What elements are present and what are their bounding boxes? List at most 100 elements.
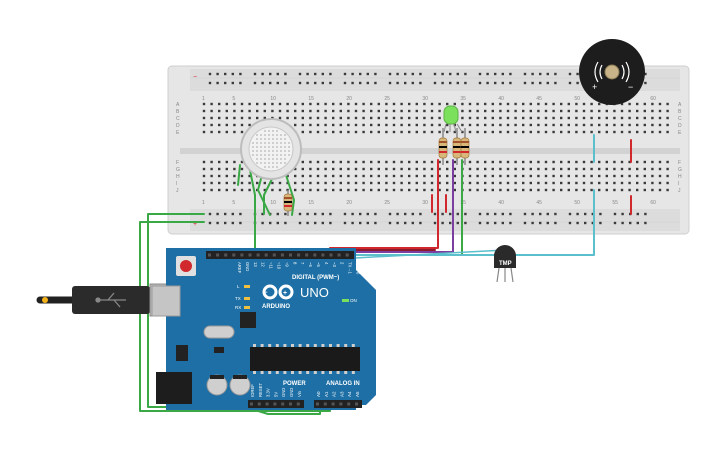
resistor-sensor[interactable]: [283, 190, 293, 216]
digital-pin-label: 12: [261, 262, 266, 267]
gas-sensor[interactable]: [240, 118, 302, 180]
digital-header[interactable]: [206, 251, 354, 259]
column-number: 15: [308, 200, 314, 206]
column-number: 60: [650, 200, 656, 206]
digital-pin-label: ~9: [284, 262, 289, 267]
column-number: 5: [232, 96, 235, 102]
column-number: 30: [422, 96, 428, 102]
piezo-buzzer[interactable]: + −: [579, 39, 645, 105]
column-number: 35: [460, 200, 466, 206]
digital-label: DIGITAL (PWM~): [292, 275, 339, 281]
column-number: 45: [536, 200, 542, 206]
analog-header[interactable]: [314, 400, 362, 408]
usb-port: [151, 285, 181, 317]
wire-cyan-tmp[interactable]: [354, 249, 506, 259]
rgb-led[interactable]: [443, 105, 463, 133]
rx-label: RX: [235, 305, 241, 310]
tmp-label: TMP: [499, 261, 512, 267]
on-label: ON: [350, 298, 357, 303]
rx-led: [244, 306, 250, 309]
row-letter: E: [678, 130, 682, 136]
rail-plus-mark: −: [193, 74, 197, 81]
row-letter: B: [678, 109, 682, 115]
column-number: 60: [650, 96, 656, 102]
row-letter: D: [678, 123, 682, 129]
row-letter: E: [176, 130, 180, 136]
analog-pin-label: A0: [316, 391, 321, 397]
wire-green-sensor-2[interactable]: [263, 174, 275, 215]
row-letter: F: [678, 160, 681, 166]
column-number: 25: [384, 96, 390, 102]
resistor-led-1[interactable]: [438, 128, 448, 165]
wire-cyan-buzzer-pin[interactable]: [354, 189, 595, 256]
digital-pin-label: 13: [253, 262, 258, 267]
power-pin-label: RESET: [258, 383, 263, 397]
analog-pin-label: A4: [347, 391, 352, 397]
wire-green-sensor-4[interactable]: [237, 164, 241, 186]
svg-text:−: −: [264, 290, 268, 296]
digital-pin-label: ~5: [316, 262, 321, 267]
column-number: 1: [202, 96, 205, 102]
temperature-sensor[interactable]: TMP: [494, 245, 516, 283]
reset-button-cap[interactable]: [180, 260, 192, 272]
usb-icon: [95, 292, 126, 308]
sensor-mesh-icon: [252, 130, 290, 168]
resistor-led-2[interactable]: [452, 128, 462, 165]
power-pin-label: 3.3V: [266, 388, 271, 397]
row-letter: A: [176, 102, 180, 108]
digital-pin-label: ~6: [308, 262, 313, 267]
column-number: 20: [346, 96, 352, 102]
column-number: 35: [460, 96, 466, 102]
resistor-led-3[interactable]: [460, 128, 470, 165]
l-led: [244, 285, 250, 288]
power-pin-label: GND: [289, 388, 294, 397]
row-letter: I: [176, 181, 177, 187]
tx-led: [244, 297, 250, 300]
digital-pin-label: RX←0: [356, 262, 361, 275]
column-number: 10: [270, 96, 276, 102]
digital-pin-label: 4: [324, 262, 329, 265]
analog-pin-label: A3: [339, 391, 344, 397]
column-number: 40: [498, 200, 504, 206]
column-number: 40: [498, 96, 504, 102]
l-label: L: [237, 284, 240, 289]
row-letter: F: [176, 160, 179, 166]
row-letter: I: [678, 181, 679, 187]
buzzer-plus-label: +: [592, 82, 597, 92]
uno-label: UNO: [300, 285, 329, 300]
row-letter: J: [176, 188, 179, 194]
wires: [139, 134, 632, 415]
arduino-logo-icon: [262, 284, 294, 300]
digital-pin-label: ~3: [332, 262, 337, 267]
wire-green-sensor-1[interactable]: [257, 174, 271, 216]
digital-pin-label: 7: [300, 262, 305, 265]
wire-green-sensor-a0[interactable]: [249, 169, 321, 415]
row-letter: G: [176, 167, 180, 173]
power-pin-label: Vin: [297, 390, 302, 397]
power-label: POWER: [283, 381, 306, 387]
digital-pin-label: AREF: [237, 262, 242, 274]
tx-label: TX: [235, 296, 241, 301]
power-jack: [156, 372, 192, 404]
analog-pin-label: A2: [332, 391, 337, 397]
atmega-chip: [250, 347, 360, 371]
on-led: [342, 299, 349, 302]
row-letter: H: [678, 174, 682, 180]
column-number: 5: [232, 200, 235, 206]
wire-green-sensor-3[interactable]: [285, 174, 295, 216]
row-letter: C: [176, 116, 180, 122]
crystal: [203, 325, 235, 339]
wire-purple-led[interactable]: [339, 159, 454, 253]
column-number: 45: [536, 96, 542, 102]
column-number: 15: [308, 96, 314, 102]
row-letter: H: [176, 174, 180, 180]
analog-pin-label: A5: [355, 391, 360, 397]
